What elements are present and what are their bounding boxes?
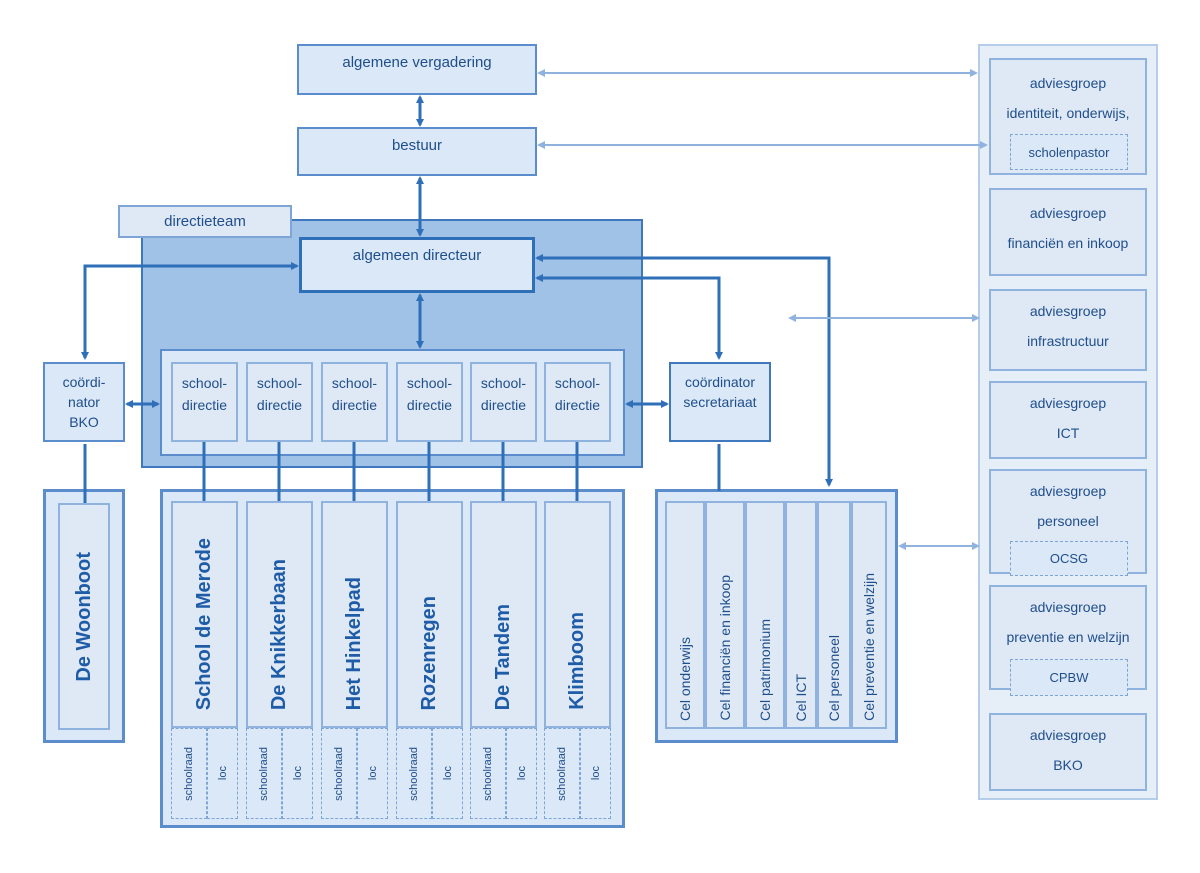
cel-box: Cel ICT [785,501,817,729]
adviesgroep-subject: financiën en inkoop [1007,235,1129,251]
ocsg-box: OCSG [1010,541,1128,576]
school-column: De Knikkerbaan schoolraad loc [246,501,313,819]
schoolraad-box: schoolraad [470,728,506,819]
adviesgroep-title: adviesgroep [1029,75,1107,91]
schools-row: School de Merode schoolraad loc De Knikk… [171,501,615,819]
cel-box: Cel preventie en welzijn [851,501,887,729]
algemeen-directeur-box: algemeen directeur [299,237,535,293]
loc-box: loc [580,728,611,819]
school-name-box: Klimboom [544,501,611,728]
loc-box: loc [207,728,238,819]
adviesgroep-subject: personeel [1037,513,1099,529]
schooldirectie-l1: school- [331,375,378,391]
cel-box: Cel financiën en inkoop [705,501,745,729]
schooldirectie-box: school-directie [171,362,238,442]
loc-box: loc [282,728,313,819]
schoolraad-box: schoolraad [321,728,357,819]
school-name-box: De Tandem [470,501,537,728]
adviesgroep-infrastructuur: adviesgroep infrastructuur [989,289,1147,371]
school-name-box: De Knikkerbaan [246,501,313,728]
schooldirectie-l2: directie [181,397,228,413]
schoolraad-box: schoolraad [544,728,580,819]
adviesgroep-financien: adviesgroep financiën en inkoop [989,188,1147,276]
loc-box: loc [506,728,537,819]
schooldirectie-l1: school- [406,375,453,391]
cpbw-box: CPBW [1010,659,1128,696]
arrow-directeur-secretariaat [535,274,723,360]
algemene-vergadering-box: algemene vergadering [297,44,537,95]
school-name-box: Het Hinkelpad [321,501,388,728]
woonboot-inner: De Woonboot [58,503,110,730]
cel-box: Cel onderwijs [665,501,705,729]
schooldirectie-box: school-directie [246,362,313,442]
adviesgroep-title: adviesgroep [1029,727,1107,743]
schoolraad-box: schoolraad [246,728,282,819]
schooldirectie-l2: directie [480,397,527,413]
adviesgroep-subject: ICT [1056,425,1080,441]
school-column: Rozenregen schoolraad loc [396,501,463,819]
loc-box: loc [432,728,463,819]
adviesgroep-subject: identiteit, onderwijs, [1006,105,1130,121]
cellen-row: Cel onderwijs Cel financiën en inkoop Ce… [665,501,887,729]
schooldirectie-l1: school- [480,375,527,391]
adviesgroep-subject: infrastructuur [1027,333,1109,349]
coordinator-bko-line2: nator [68,394,100,410]
adviesgroep-title: adviesgroep [1029,205,1107,221]
adviesgroep-bko: adviesgroep BKO [989,713,1147,791]
schooldirectie-box: school-directie [396,362,463,442]
coordinator-bko-line3: BKO [69,414,99,430]
schooldirectie-l2: directie [406,397,453,413]
schooldirectie-l2: directie [331,397,378,413]
adviesgroep-title: adviesgroep [1029,395,1107,411]
bestuur-box: bestuur [297,127,537,176]
adviesgroep-title: adviesgroep [1029,303,1107,319]
school-name-box: School de Merode [171,501,238,728]
schoolraad-box: schoolraad [396,728,432,819]
cel-box: Cel patrimonium [745,501,785,729]
cel-box: Cel personeel [817,501,851,729]
schooldirectie-l1: school- [256,375,303,391]
school-column: De Tandem schoolraad loc [470,501,537,819]
schooldirectie-l1: school- [181,375,228,391]
school-name-box: Rozenregen [396,501,463,728]
school-column: School de Merode schoolraad loc [171,501,238,819]
adviesgroep-ict: adviesgroep ICT [989,381,1147,459]
school-column: Klimboom schoolraad loc [544,501,611,819]
coordinator-bko-box: coördi- nator BKO [43,362,125,442]
adviesgroep-subject: BKO [1053,757,1083,773]
arrow-directeur-cellen [535,254,833,487]
schooldirectie-l2: directie [256,397,303,413]
arrow-directeur-bko [81,262,299,360]
school-column: Het Hinkelpad schoolraad loc [321,501,388,819]
directieteam-label: directieteam [118,205,292,238]
scholenpastor-box: scholenpastor [1010,134,1128,170]
adviesgroep-title: adviesgroep [1029,483,1107,499]
adviesgroep-subject: preventie en welzijn [1006,629,1130,645]
loc-box: loc [357,728,388,819]
schoolraad-box: schoolraad [171,728,207,819]
coordinator-bko-line1: coördi- [62,374,106,390]
adviesgroep-title: adviesgroep [1029,599,1107,615]
schooldirectie-box: school-directie [321,362,388,442]
